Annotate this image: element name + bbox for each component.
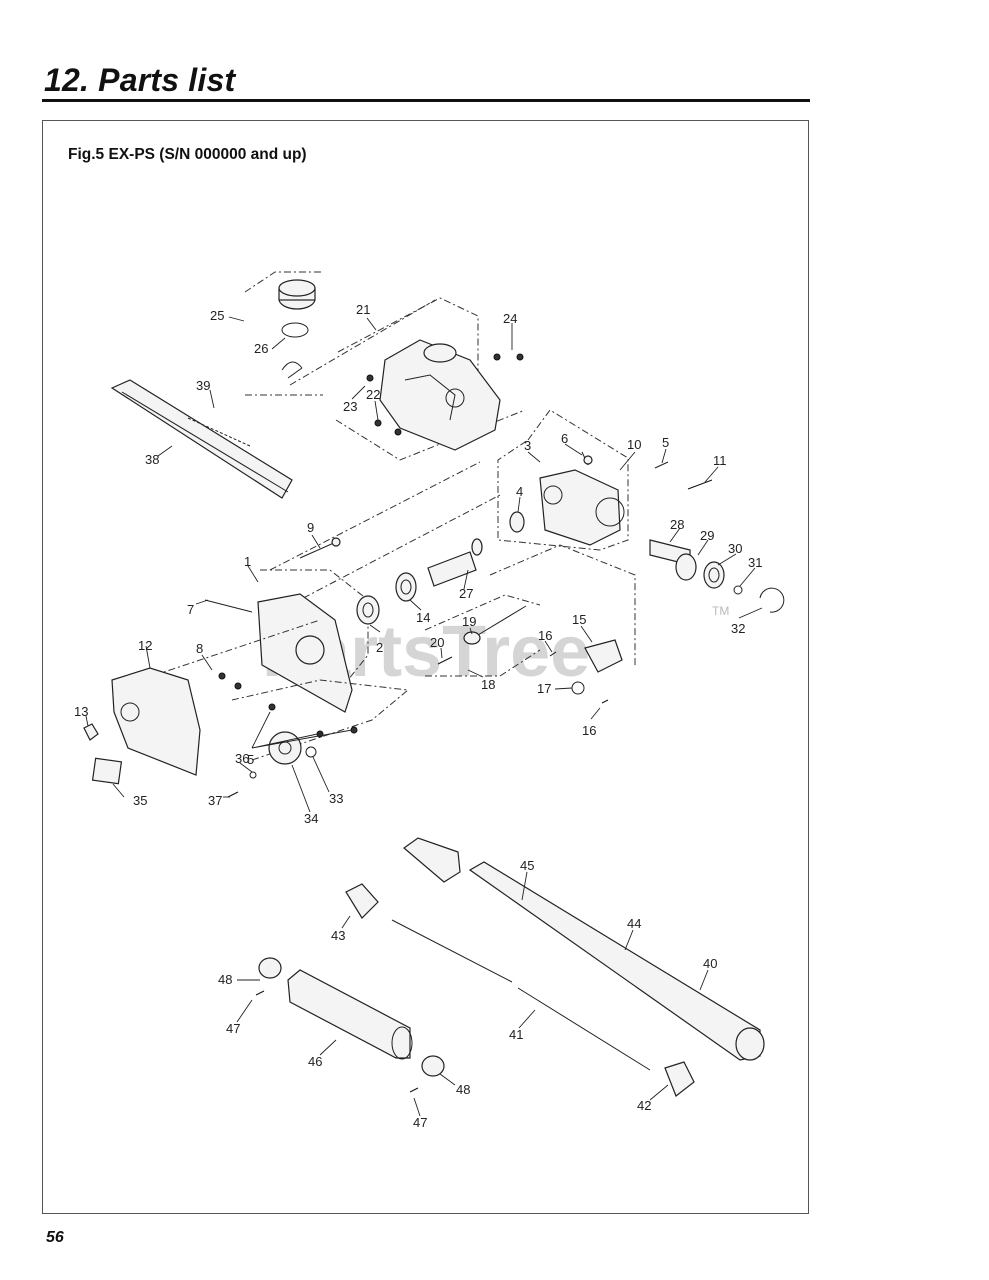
callout-45: 45 [520, 858, 534, 873]
callout-labels: 1 2 3 4 5 5 6 7 8 9 10 11 12 13 14 15 16… [74, 302, 762, 1130]
callout-21: 21 [356, 302, 370, 317]
section-title: 12. Parts list [44, 62, 236, 98]
callout-6: 6 [561, 431, 568, 446]
callout-48-upper: 48 [218, 972, 232, 987]
page-number: 56 [46, 1229, 64, 1246]
callout-23: 23 [343, 399, 357, 414]
guide-bar-and-chain [110, 379, 293, 499]
callout-16-lower: 16 [582, 723, 596, 738]
callout-41: 41 [509, 1027, 523, 1042]
callout-34: 34 [304, 811, 318, 826]
figure-caption: Fig.5 EX-PS (S/N 000000 and up) [68, 146, 307, 163]
callout-4: 4 [516, 484, 523, 499]
callout-17: 17 [537, 681, 551, 696]
callout-9: 9 [307, 520, 314, 535]
callout-30: 30 [728, 541, 742, 556]
callout-47-lower: 47 [413, 1115, 427, 1130]
callout-7: 7 [187, 602, 194, 617]
clutch-cover-assembly [204, 537, 380, 713]
callout-42: 42 [637, 1098, 651, 1113]
callout-8: 8 [196, 641, 203, 656]
oil-tank-assembly [335, 297, 526, 461]
callout-1: 1 [244, 554, 251, 569]
callout-28: 28 [670, 517, 684, 532]
callout-16-upper: 16 [538, 628, 552, 643]
gear-case-assembly [497, 409, 713, 551]
drive-shaft-train [269, 461, 785, 613]
callout-13: 13 [74, 704, 88, 719]
callout-5-upper: 5 [662, 435, 669, 450]
chain-adjuster-assembly [424, 544, 636, 704]
callout-40: 40 [703, 956, 717, 971]
watermark-tm: TM [712, 604, 729, 618]
callout-43: 43 [331, 928, 345, 943]
callout-24: 24 [503, 311, 517, 326]
callout-33: 33 [329, 791, 343, 806]
title-rule [42, 99, 810, 102]
callout-14: 14 [416, 610, 430, 625]
callout-10: 10 [627, 437, 641, 452]
callout-48-lower: 48 [456, 1082, 470, 1097]
callout-27: 27 [459, 586, 473, 601]
callout-26: 26 [254, 341, 268, 356]
side-cover-assembly [83, 619, 410, 798]
figure-frame [42, 120, 809, 1214]
callout-46: 46 [308, 1054, 322, 1069]
callout-36: 36 [235, 751, 249, 766]
pole-shaft-assembly [255, 837, 765, 1097]
callout-31: 31 [748, 555, 762, 570]
callout-3: 3 [524, 438, 531, 453]
callout-47-upper: 47 [226, 1021, 240, 1036]
callout-32: 32 [731, 621, 745, 636]
callout-18: 18 [481, 677, 495, 692]
callout-38: 38 [145, 452, 159, 467]
callout-5-lower: 5 [247, 752, 254, 767]
callout-29: 29 [700, 528, 714, 543]
callout-20: 20 [430, 635, 444, 650]
callout-22: 22 [366, 387, 380, 402]
callout-25: 25 [210, 308, 224, 323]
callout-2: 2 [376, 640, 383, 655]
leader-lines [85, 316, 763, 1117]
callout-39: 39 [196, 378, 210, 393]
fuel-cap-assembly [244, 271, 436, 396]
callout-15: 15 [572, 612, 586, 627]
callout-12: 12 [138, 638, 152, 653]
callout-35: 35 [133, 793, 147, 808]
callout-11: 11 [713, 453, 727, 468]
callout-37: 37 [208, 793, 222, 808]
callout-44: 44 [627, 916, 641, 931]
callout-19: 19 [462, 614, 476, 629]
